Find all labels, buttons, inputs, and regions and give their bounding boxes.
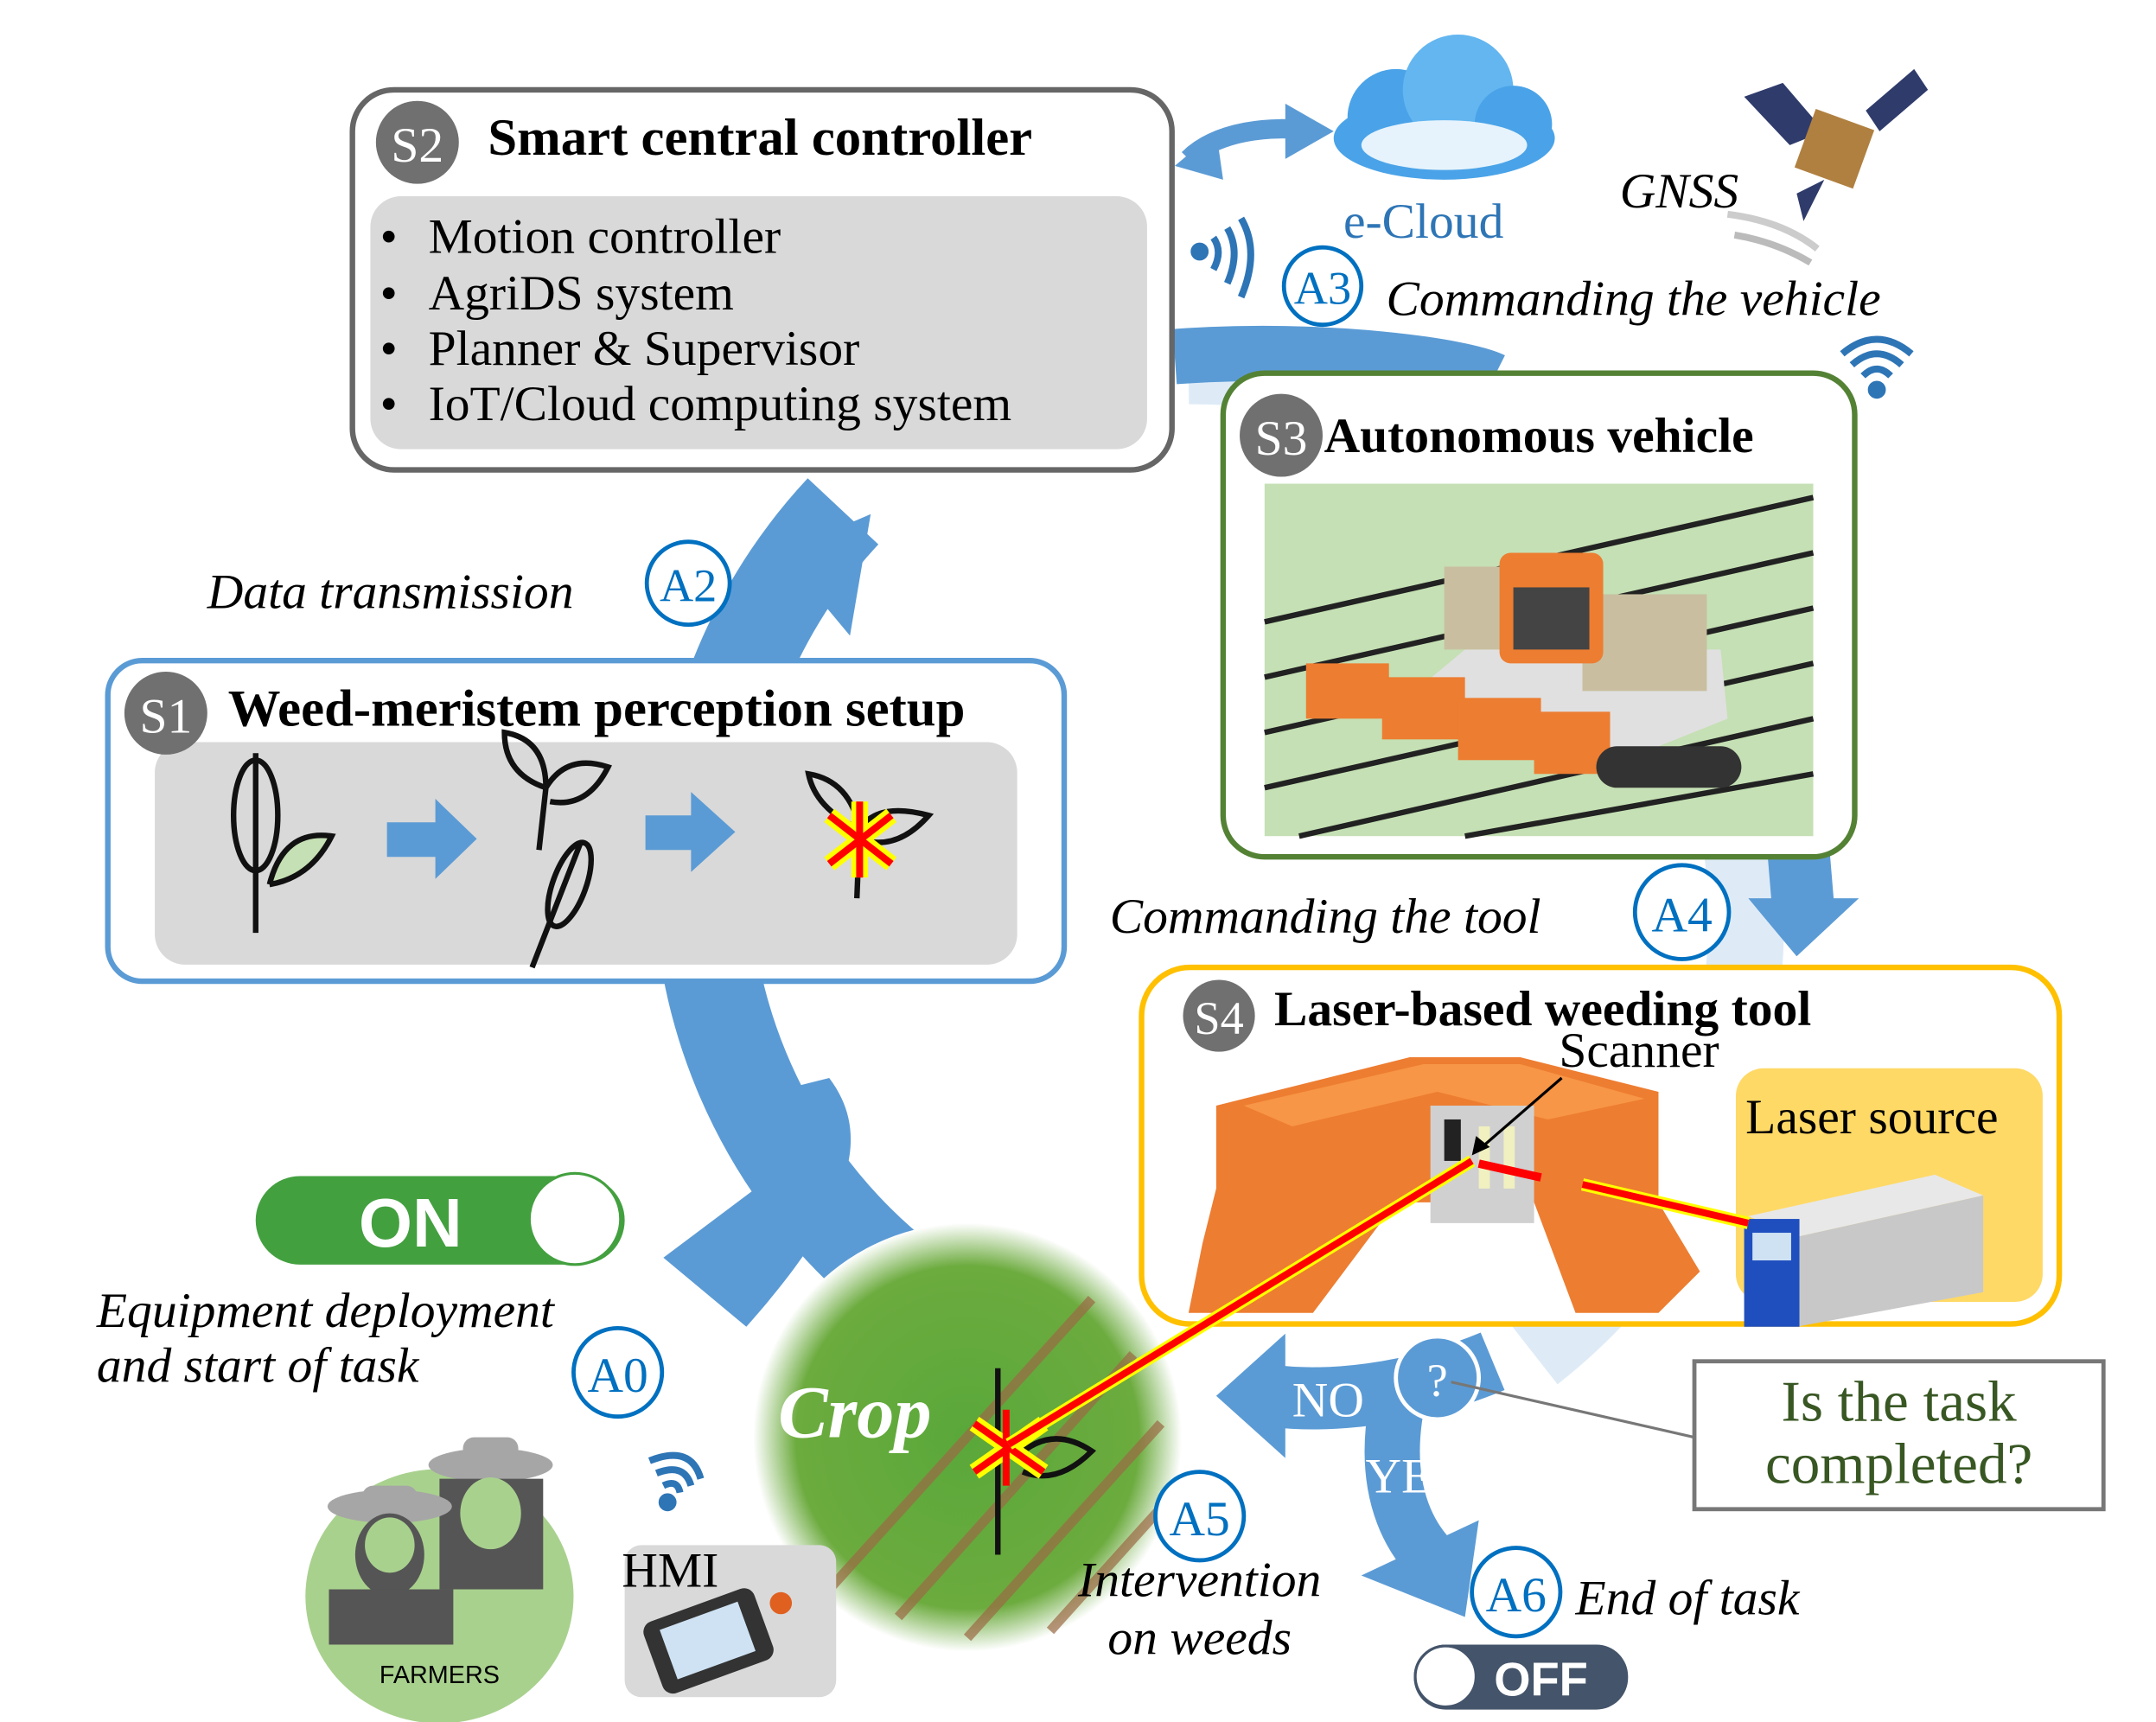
farmers-icon [305,1437,574,1722]
separated-weed-crop-icon [501,729,612,969]
wifi-icon [1840,335,1914,399]
arrow-head-a4 [1748,898,1859,957]
a3-circle [1281,245,1364,328]
s3-autonomous-vehicle: S3 Autonomous vehicle [1220,370,1858,860]
satellite-icon [1726,68,1929,266]
arrow-right-icon [386,799,477,879]
hmi-label: HMI [622,1543,718,1598]
bullet: • [380,322,398,376]
s4-title: Laser-based weeding tool [1274,982,1811,1036]
a6-badge: A6 [1486,1568,1547,1623]
cloud-icon [1333,34,1555,180]
a0-entry-arrow [663,1077,852,1327]
a6-circle [1470,1546,1563,1639]
farmers-label: FARMERS [380,1661,500,1689]
decision-mark: ? [1427,1355,1448,1406]
on-label: ON [359,1184,462,1261]
a5-badge: A5 [1170,1492,1230,1547]
a4-circle [1632,863,1732,961]
question-line2: completed? [1765,1431,2032,1496]
arrow-right-icon [645,792,736,872]
a0-circle [571,1325,665,1419]
toggle-knob [527,1171,622,1266]
a4-badge: A4 [1651,889,1712,943]
callout-line [1451,1381,1695,1439]
arrow-head-a2 [781,513,871,636]
s2-smart-central-controller: S2 Smart central controller • Motion cont… [349,86,1175,473]
a0-label-line2: and start of task [97,1339,420,1394]
wifi-icon [647,1451,705,1512]
yes-label: YES [1366,1450,1460,1504]
laser-beam [1005,1155,1751,1450]
a6-label: End of task [1575,1571,1801,1625]
vehicle-field-image [1264,483,1815,839]
no-arrow-head [1215,1333,1285,1458]
cloud-label: e-Cloud [1343,195,1504,249]
a0-label-line1: Equipment deployment [96,1284,556,1338]
a4-label: Commanding the tool [1110,890,1541,944]
decision-circle [1394,1334,1482,1422]
cloud-link-tail [1174,131,1223,180]
scanner-label: Scanner [1559,1024,1719,1078]
s2-badge: S2 [391,118,443,173]
a3-label: Commanding the vehicle [1387,272,1881,327]
gnss-label: GNSS [1620,164,1738,219]
a5-label-line2: on weeds [1107,1611,1292,1666]
scanner-pointer [1477,1076,1563,1151]
a2-label: Data transmission [207,564,574,619]
s4-badge: S4 [1194,992,1243,1044]
s4-laser-weeding-tool: S4 Laser-based weeding tool Scanner Lase… [1139,964,2063,1327]
s2-title: Smart central controller [488,109,1032,167]
yes-arrow-head [1361,1520,1479,1617]
cloud-link-head [1285,103,1334,159]
hmi-tablet-icon [643,1588,793,1694]
laser-source-label: Laser source [1745,1090,1998,1145]
a5-circle [1153,1470,1247,1563]
s2-item: IoT/Cloud computing system [429,377,1012,431]
off-label: OFF [1494,1654,1588,1706]
toggle-knob [1413,1644,1478,1709]
question-line1: Is the task [1782,1368,2018,1433]
s1-title: Weed-meristem perception setup [228,679,966,737]
crop-weed-icon [230,753,336,934]
s3-title: Autonomous vehicle [1324,409,1754,463]
targeted-weed-icon [805,770,934,899]
s1-badge: S1 [139,689,192,743]
no-label: NO [1292,1374,1364,1428]
a0-badge: A0 [587,1349,647,1403]
s2-item: Motion controller [429,210,781,265]
s2-item: Planner & Supervisor [429,322,860,376]
s3-badge: S3 [1255,411,1308,466]
bullet: • [380,210,398,265]
a2-badge: A2 [660,559,717,611]
bullet: • [380,266,398,321]
a2-circle [644,539,732,628]
laser-source-device [1744,1174,1984,1327]
crop-field-image: Crop [753,1222,1182,1652]
s2-item: AgriDS system [429,266,734,321]
wifi-icon [1190,216,1254,299]
a5-label-line1: Intervention [1077,1553,1321,1608]
s1-weed-meristem-perception: S1 Weed-meristem perception setup [105,657,1068,985]
on-toggle[interactable]: ON [255,1171,625,1266]
scanner-pointer-head [1471,1136,1490,1156]
a3-badge: A3 [1294,263,1351,315]
off-toggle[interactable]: OFF [1413,1644,1629,1710]
question-box [1692,1359,2106,1512]
crop-label: Crop [778,1371,932,1454]
bullet: • [380,377,398,431]
